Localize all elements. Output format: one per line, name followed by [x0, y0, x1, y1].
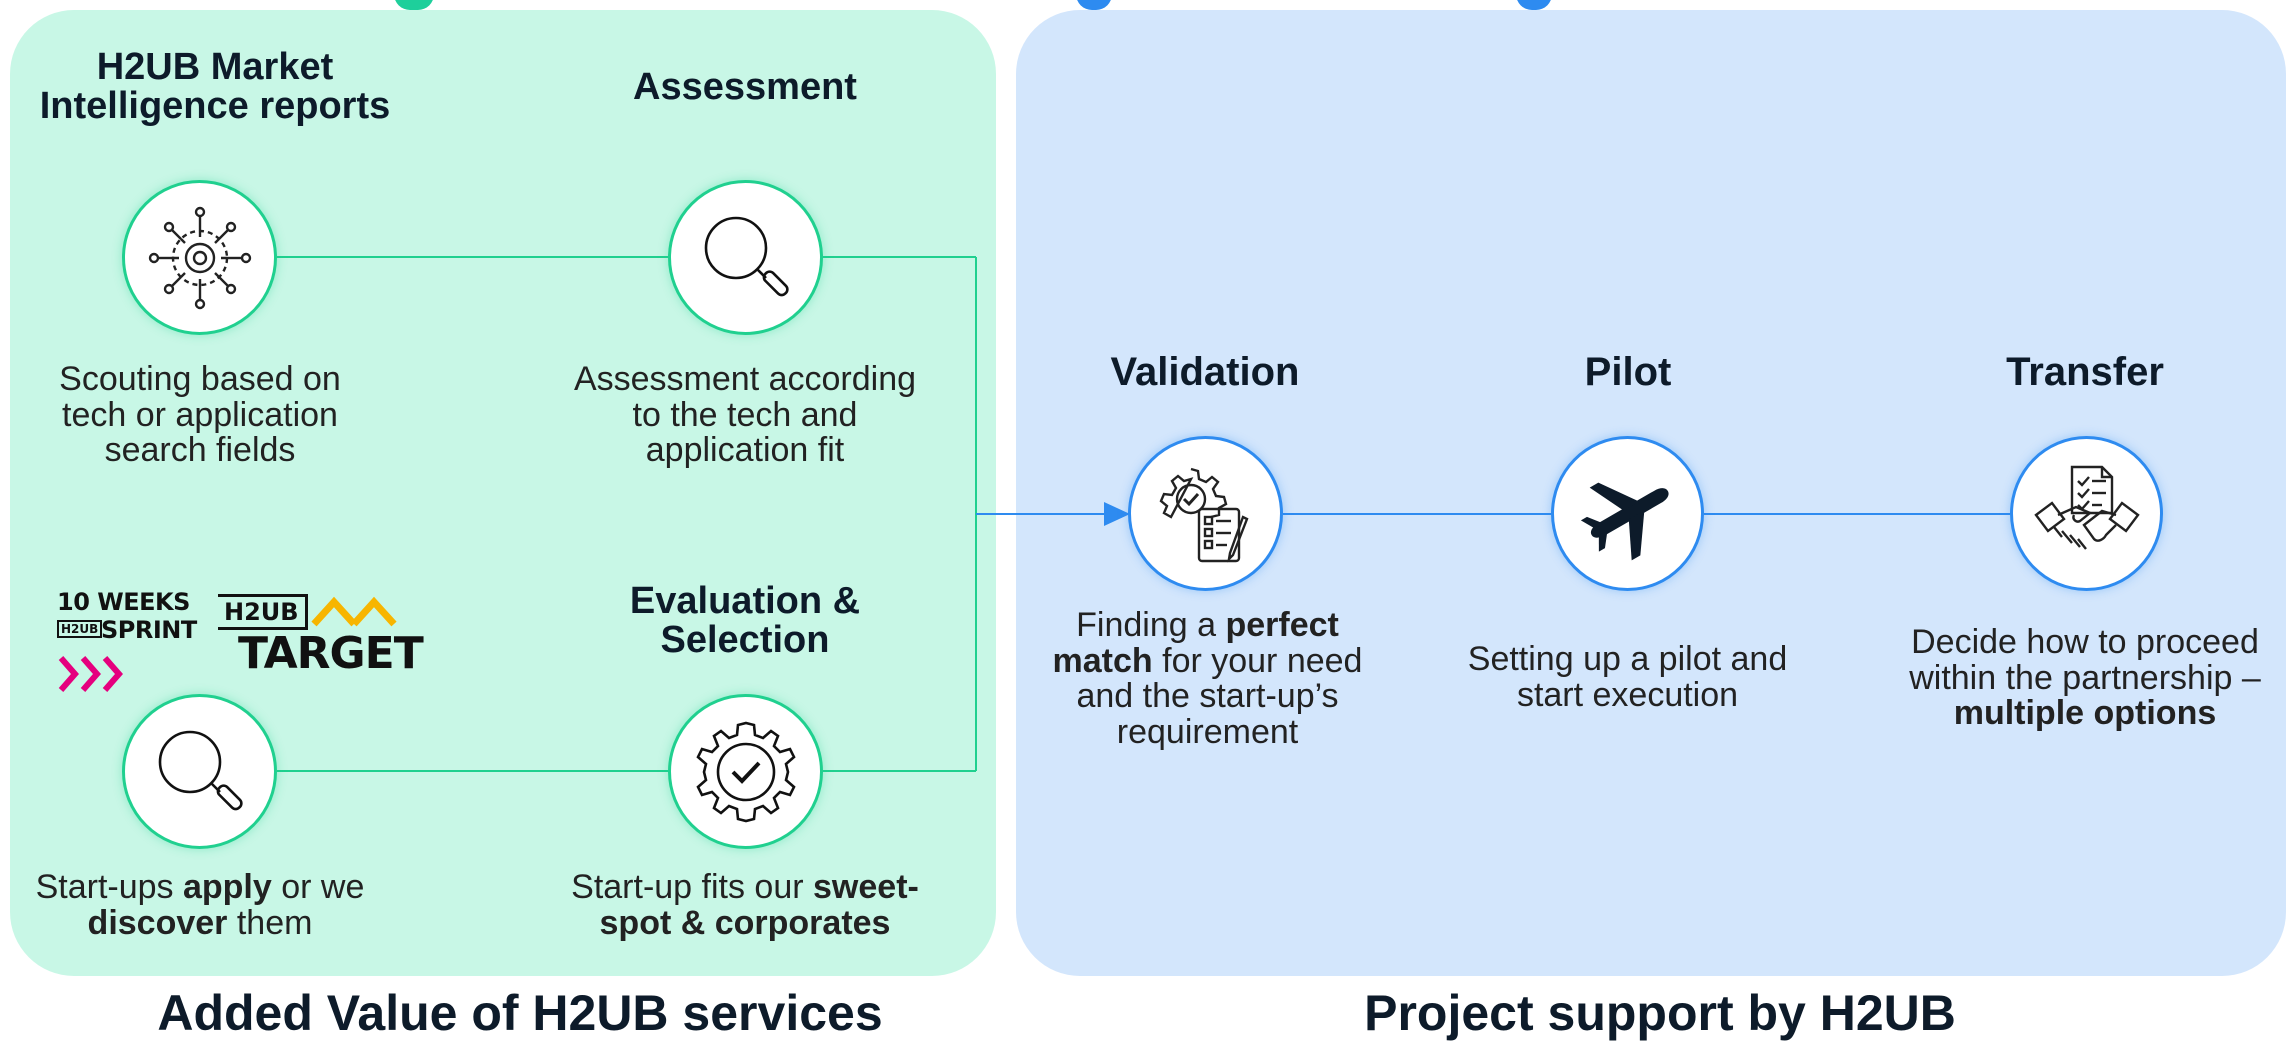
- top-accent-right-2: [1516, 0, 1552, 10]
- heading-market-intelligence: H2UB Market Intelligence reports: [39, 46, 391, 127]
- gear-checklist-icon: [1159, 467, 1249, 562]
- heading-validation: Validation: [1110, 350, 1300, 394]
- sprint-logo-line1: 10 WEEKS: [57, 588, 190, 616]
- desc-startups-apply: Start-ups apply or we discover them: [35, 868, 365, 942]
- desc-evaluation: Start-up fits our sweet- spot & corporat…: [571, 868, 919, 942]
- magnifier-icon: [158, 730, 243, 810]
- mountain-icon: [311, 596, 397, 627]
- assessment-icon-circle: [668, 180, 823, 335]
- desc-pilot: Setting up a pilot and start execution: [1467, 640, 1788, 714]
- magnifier-icon: [704, 216, 789, 296]
- validation-icon-circle: [1128, 436, 1283, 591]
- airplane-icon: [1580, 482, 1669, 560]
- target-logo-badge: H2UB: [218, 594, 308, 630]
- left-connectors: [277, 256, 977, 772]
- target-logo: H2UB TARGET: [218, 590, 428, 680]
- desc-validation: Finding a perfect match for your need an…: [1052, 606, 1363, 752]
- handshake-icon: [2033, 465, 2140, 550]
- transfer-icon-circle: [2010, 436, 2163, 591]
- sprint-logo: 10 WEEKS H2UB SPRINT: [55, 588, 215, 698]
- evaluation-icon-circle: [668, 694, 823, 849]
- heading-transfer: Transfer: [2006, 350, 2164, 394]
- market-intelligence-icon-circle: [122, 180, 277, 335]
- desc-transfer: Decide how to proceed within the partner…: [1909, 623, 2261, 733]
- startups-apply-icon-circle: [122, 694, 277, 849]
- top-accent-left: [394, 0, 434, 10]
- network-gear-icon: [148, 206, 251, 309]
- heading-assessment: Assessment: [633, 66, 857, 108]
- target-logo-word: TARGET: [238, 628, 424, 679]
- gear-check-icon: [695, 721, 796, 822]
- desc-assessment: Assessment according to the tech and app…: [573, 360, 917, 470]
- sprint-logo-line2: SPRINT: [101, 616, 197, 644]
- heading-pilot: Pilot: [1584, 350, 1672, 394]
- pilot-icon-circle: [1551, 436, 1704, 591]
- footer-added-value: Added Value of H2UB services: [157, 985, 883, 1041]
- footer-project-support: Project support by H2UB: [1364, 985, 1956, 1041]
- chevrons-icon: [58, 656, 123, 692]
- heading-evaluation-selection: Evaluation & Selection: [629, 580, 861, 661]
- sprint-logo-badge: H2UB: [57, 620, 103, 638]
- top-accent-right: [1076, 0, 1112, 10]
- desc-scouting: Scouting based on tech or application se…: [59, 360, 341, 470]
